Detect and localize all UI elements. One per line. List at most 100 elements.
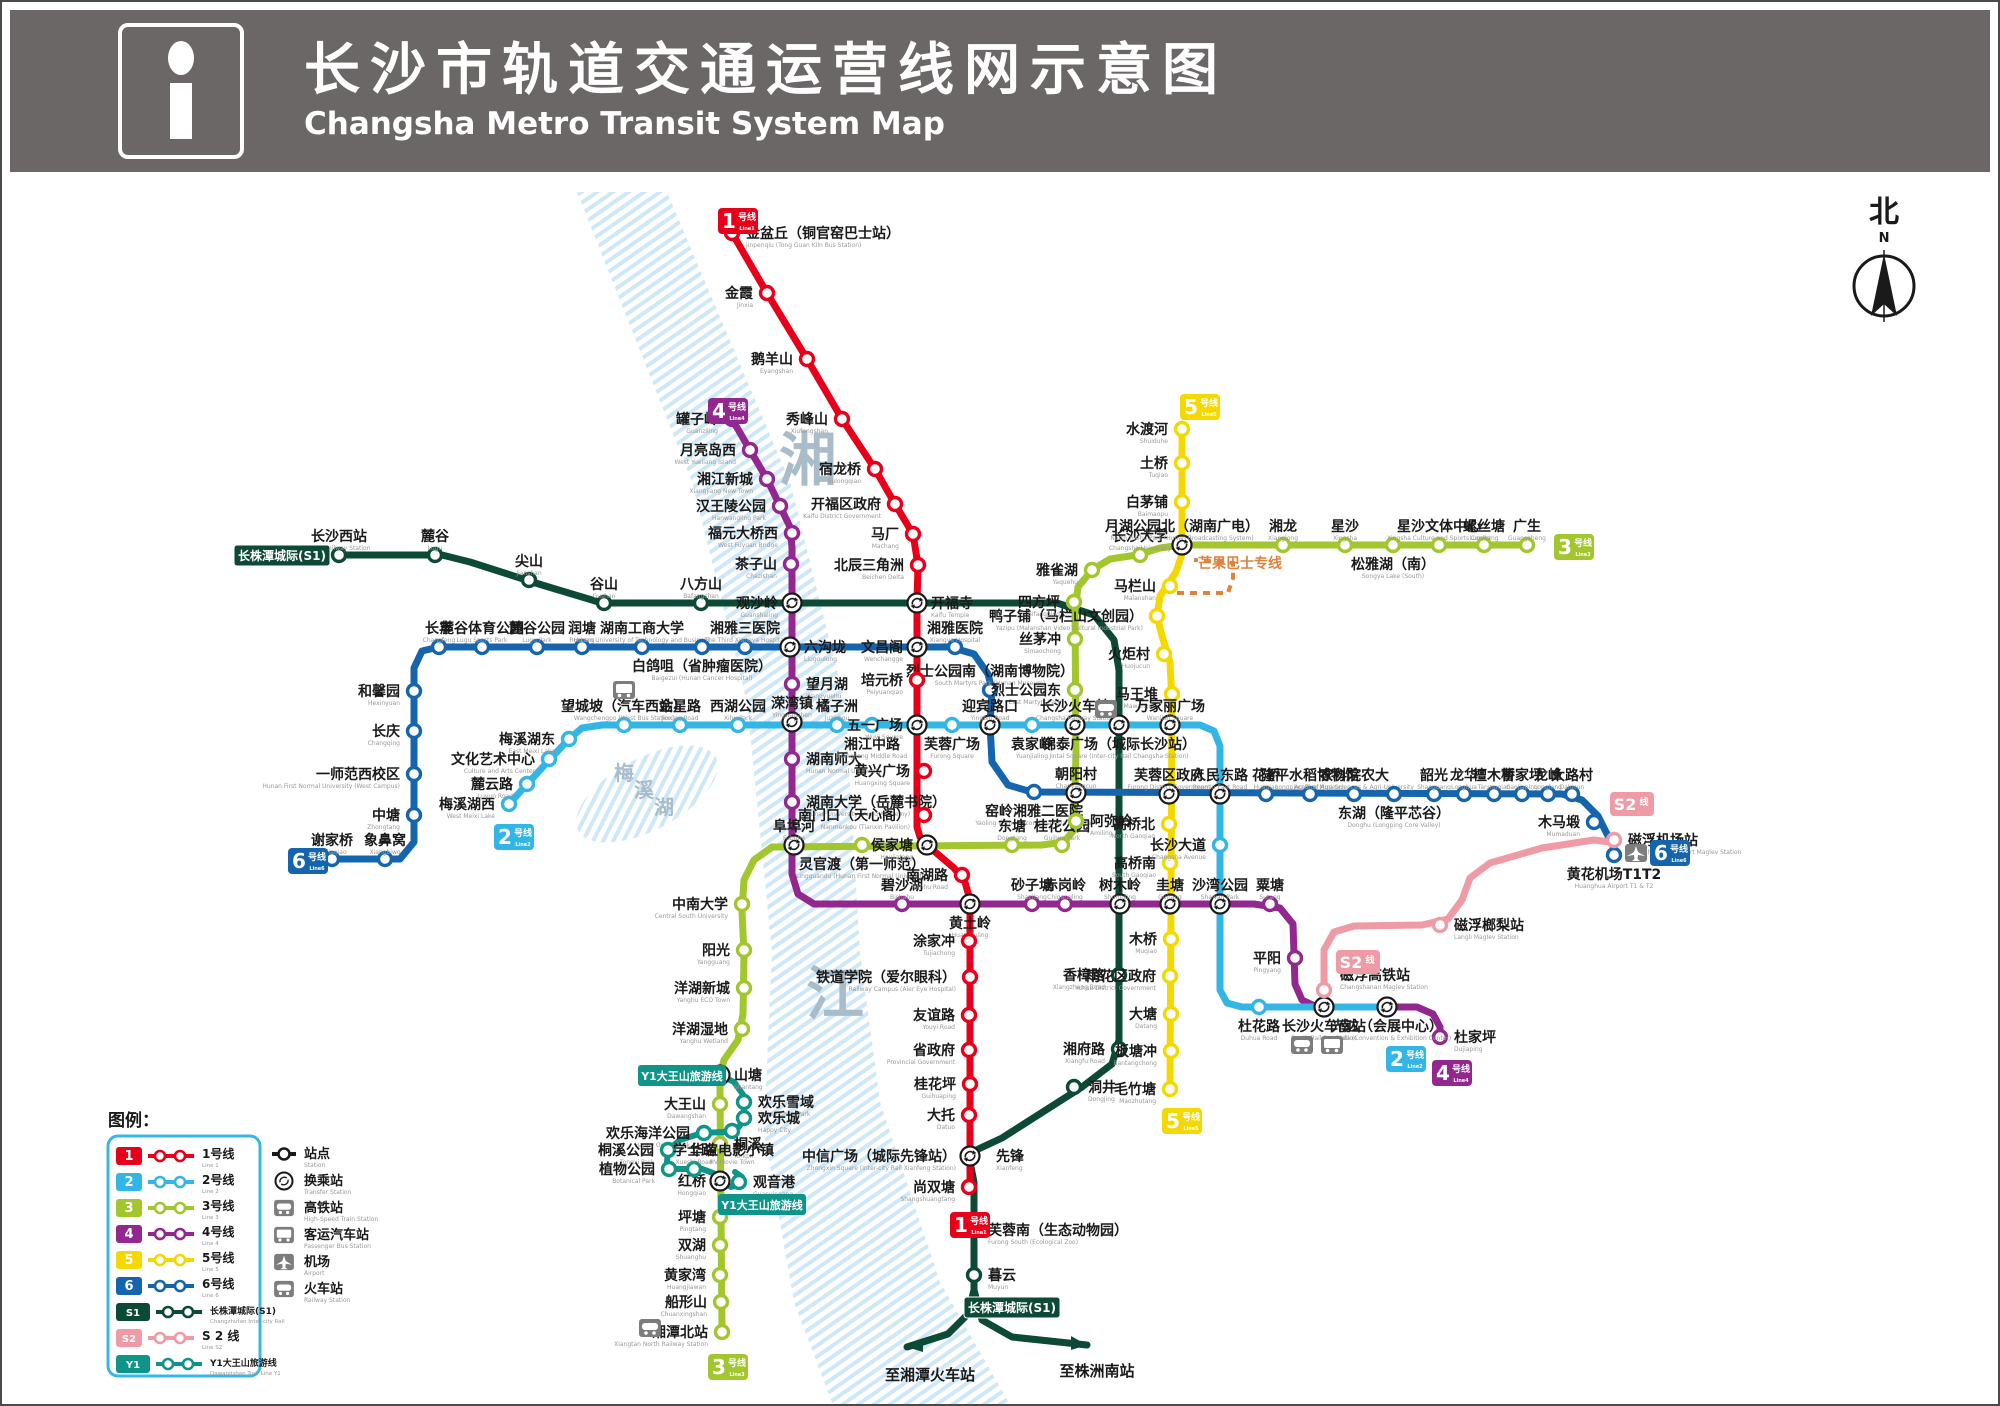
station-name-en: Huangxing Square xyxy=(855,780,911,787)
station-dot xyxy=(960,1041,978,1059)
station-dot xyxy=(961,968,979,986)
station-name-en: North Gaoqiao xyxy=(1111,833,1155,840)
station-dot xyxy=(866,460,884,478)
station-name: 雅雀湖 xyxy=(1036,562,1078,579)
station-name: 火炬村 xyxy=(1108,646,1150,663)
station-dot xyxy=(735,941,753,959)
arrow-icon xyxy=(1071,1336,1087,1350)
badge-text: Line3 xyxy=(1575,552,1591,558)
badge-text: Line4 xyxy=(729,416,745,422)
legend-line-zh: S 2 线 xyxy=(202,1328,239,1343)
badge-number: 6 xyxy=(1654,841,1668,865)
station-dot xyxy=(1261,895,1279,913)
legend-symbol-zh: 换乘站 xyxy=(304,1173,343,1189)
transfer-station-icon xyxy=(781,711,803,733)
rail-icon xyxy=(1095,700,1117,718)
legend-line-en: Line S2 xyxy=(202,1345,222,1351)
legend-symbol-en: Passenger Bus Station xyxy=(304,1243,371,1250)
station-name-en: Shazitang xyxy=(1017,894,1047,901)
station-dot xyxy=(660,1160,678,1178)
bus-icon xyxy=(274,1226,294,1244)
station-name-en: Chazishan xyxy=(746,573,777,580)
station-dot xyxy=(735,1093,753,1111)
station-name: 碧沙湖 xyxy=(880,877,923,894)
station-name: 秀峰山 xyxy=(785,411,828,428)
station-dot xyxy=(729,716,747,734)
station-dot xyxy=(783,524,801,542)
station-dot xyxy=(405,806,423,824)
metro-map-canvas: 湘江梅溪湖芒果巴士专线至湘潭火车站至株洲南站长沙西站West Railway S… xyxy=(106,192,1916,1404)
station-name: 桂花坪 xyxy=(913,1076,956,1093)
station-name-en: Xiangfu Road xyxy=(1065,1058,1105,1065)
station-dot xyxy=(733,1020,751,1038)
station-name: 茶子山 xyxy=(734,556,777,573)
station-name: 香樟路 xyxy=(1062,967,1106,984)
station-name: 雨花区政府 xyxy=(1086,968,1156,985)
station-name: 南门口（天心阁） xyxy=(798,807,910,824)
bus-icon xyxy=(1321,1036,1343,1054)
station-dot xyxy=(733,895,751,913)
legend-badge: S1 xyxy=(126,1308,140,1319)
station-name: 树木岭 xyxy=(1099,877,1141,894)
station-name: 长庆 xyxy=(372,723,400,740)
station-name-en: Wanjiali Square xyxy=(1147,715,1194,722)
station-name: 湖南工商大学 xyxy=(600,620,684,637)
station-name: 阜埠河 xyxy=(773,818,815,835)
station-dot xyxy=(1539,785,1557,803)
station-name-en: Yingbin Road xyxy=(970,715,1010,722)
station-dot xyxy=(1065,1078,1083,1096)
station-name: 洞井 xyxy=(1088,1079,1116,1096)
transfer-station-icon xyxy=(709,1170,731,1192)
station-name: 梅溪湖西 xyxy=(439,796,495,813)
station-name: 侯家塘 xyxy=(871,837,913,854)
station-name-en: Xianfeng xyxy=(996,1165,1023,1172)
legend-line-zh: Y1大王山旅游线 xyxy=(209,1357,277,1369)
station-name: 培元桥 xyxy=(861,672,904,689)
legend-badge: S2 xyxy=(122,1334,136,1345)
station-name: 湘雅三医院 xyxy=(710,620,780,637)
station-dot xyxy=(1585,813,1603,831)
station-dot xyxy=(595,594,613,612)
station-name-en: Guangsheng xyxy=(1508,535,1546,542)
station-name: 芙蓉区政府 xyxy=(1133,767,1204,784)
station-name-en: The Third Xiangya Hospital xyxy=(704,637,786,644)
badge-text: 长株潭城际(S1) xyxy=(238,548,326,563)
station-name-en: Xiangbiwo xyxy=(369,849,400,856)
station-name: 长沙大学 xyxy=(1112,528,1168,545)
station-name-en: Lingguandu (Hunan First Normal Universit… xyxy=(796,873,928,880)
station-name: 窑岭湘雅二医院 xyxy=(985,803,1083,820)
station-dot xyxy=(1160,815,1178,833)
station-name-en: Nanmenkou (Tianxin Pavilion) xyxy=(821,824,910,831)
station-name: 木马塅 xyxy=(1537,814,1581,831)
badge-text: Line2 xyxy=(515,842,531,848)
station-name: 湘江新城 xyxy=(697,471,753,488)
bus-icon xyxy=(613,681,635,699)
station-name: 杜花路 xyxy=(1238,1018,1281,1035)
station-name-en: Shangshuangtang xyxy=(900,1196,955,1203)
badge-text: Line5 xyxy=(1201,412,1217,418)
badge-text: 号线 xyxy=(738,211,756,223)
station-name: 省政府 xyxy=(912,1042,955,1059)
badge-text: Y1大王山旅游线 xyxy=(640,1069,723,1083)
station-name: 板塘冲 xyxy=(1115,1043,1157,1060)
station-name: 梅溪湖东 xyxy=(499,731,555,748)
station-name-en: Shuanghu xyxy=(676,1254,707,1261)
header-banner: 长沙市轨道交通运营线网示意图 Changsha Metro Transit Sy… xyxy=(10,10,1990,172)
station-name: 光达（会展中心） xyxy=(1330,1018,1443,1035)
station-name-en: Xiejiaqiao xyxy=(317,849,347,856)
station-name: 隆平水稻博物馆 xyxy=(1261,767,1359,784)
station-name: 象鼻窝 xyxy=(364,832,406,849)
station-name: 阳光 xyxy=(702,942,730,959)
station-dot xyxy=(783,750,801,768)
station-name: 长沙火车站 xyxy=(1040,698,1110,715)
station-dot xyxy=(736,638,754,656)
station-dot xyxy=(1110,1040,1128,1058)
station-dot xyxy=(1161,854,1179,872)
station-name: 磁浮榔梨站 xyxy=(1454,917,1524,934)
station-name: 木桥 xyxy=(1128,931,1158,948)
station-dot xyxy=(685,1160,703,1178)
station-name-en: West Meixi Lake xyxy=(447,813,496,820)
